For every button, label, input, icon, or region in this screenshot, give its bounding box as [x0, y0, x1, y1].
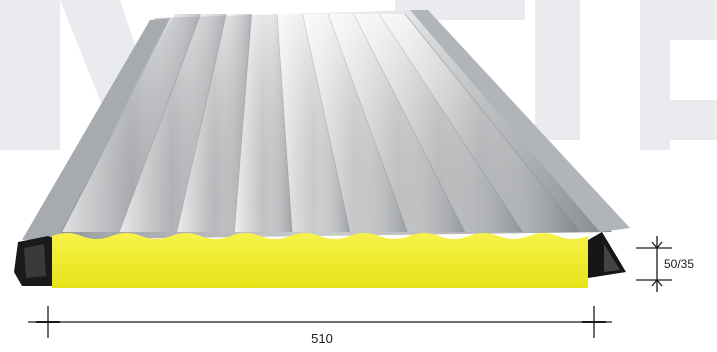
thickness-dimension — [636, 236, 672, 292]
foam-core — [52, 233, 588, 288]
width-dimension — [28, 306, 612, 338]
corrugation-rib — [62, 14, 201, 232]
corrugation-rib — [177, 14, 252, 232]
corrugation-rib — [302, 14, 408, 232]
corrugation-rib — [234, 14, 293, 232]
corrugation-rib — [328, 14, 465, 232]
corrugation-rib — [379, 14, 580, 232]
corrugation-rib — [119, 14, 227, 232]
corrugation-ribs — [62, 13, 581, 233]
thickness-dimension-label: 50/35 — [664, 257, 694, 271]
corrugation-rib — [353, 14, 523, 232]
left-edge-profile — [14, 236, 58, 286]
rib-valley-line — [404, 13, 581, 233]
width-dimension-label: 510 — [311, 331, 333, 346]
corrugation-rib — [277, 14, 350, 232]
right-edge-profile — [588, 232, 626, 278]
